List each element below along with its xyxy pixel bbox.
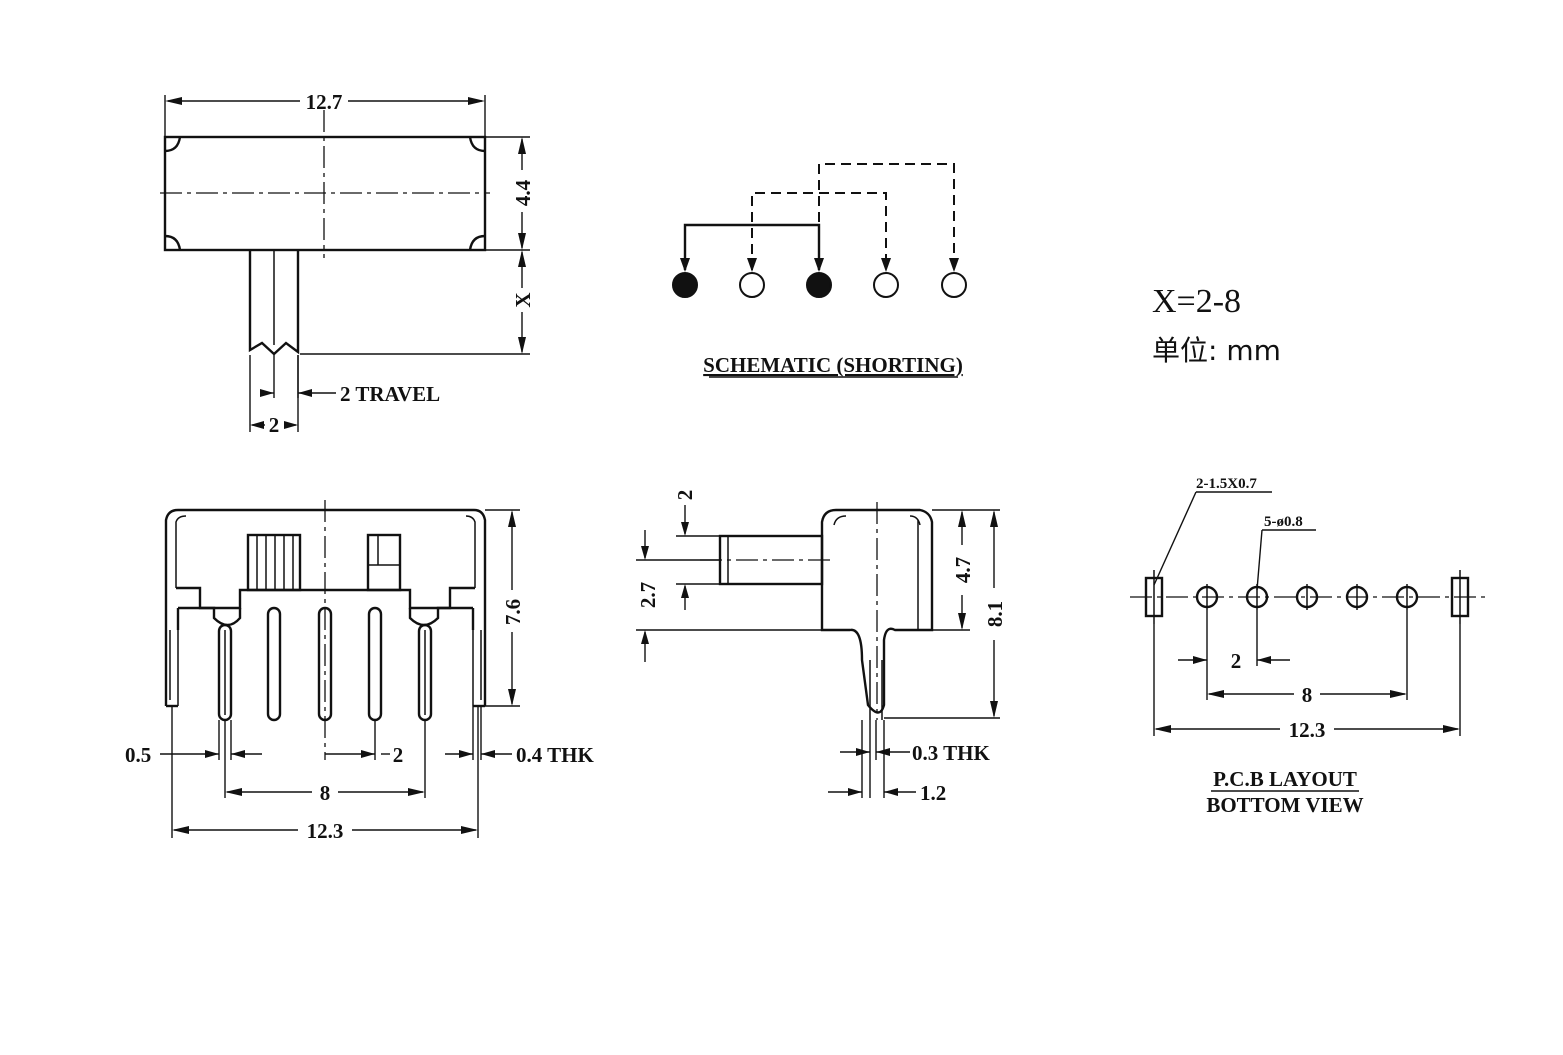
side-lever-top-dim: 2: [673, 490, 697, 501]
schematic-title: SCHEMATIC (SHORTING): [703, 353, 963, 377]
terminal-filled: [806, 272, 832, 298]
top-width-dim: 12.7: [306, 90, 343, 114]
pin: [317, 606, 333, 722]
pcb-title: P.C.B LAYOUT: [1213, 767, 1357, 791]
pcb-layout: 2-1.5X0.7 5-ø0.8 2 8 12.3 P.C.B LAYOUT B…: [1130, 476, 1486, 817]
unit-note: 单位: mm: [1152, 334, 1281, 367]
terminal-open: [739, 272, 765, 298]
terminal-open: [941, 272, 967, 298]
front-pitch-dim: 2: [393, 743, 404, 767]
top-lever: [248, 250, 300, 356]
front-height-dim: 7.6: [501, 599, 525, 625]
terminal-filled: [672, 272, 698, 298]
side-lever-height-dim: 2.7: [636, 582, 660, 608]
terminal-open: [873, 272, 899, 298]
lever-width-dim: 2: [269, 413, 280, 437]
side-view: 2 2.7 4.7 8.1 0.3 THK: [636, 490, 1007, 805]
pcb-slot-dim: 2-1.5X0.7: [1196, 476, 1257, 492]
notes: X=2-8 单位: mm: [1152, 283, 1281, 367]
pcb-hole-dim: 5-ø0.8: [1264, 514, 1303, 530]
side-width-dim: 1.2: [920, 781, 946, 805]
side-thk-dim: 0.3 THK: [912, 741, 990, 765]
travel-dim: 2 TRAVEL: [340, 382, 440, 406]
top-height-dim: 4.4: [511, 179, 535, 206]
pcb-span-dim: 8: [1302, 683, 1313, 707]
pcb-pitch-dim: 2: [1231, 649, 1242, 673]
x-range-note: X=2-8: [1152, 283, 1241, 320]
front-total-dim: 12.3: [307, 819, 344, 843]
side-total-height-dim: 8.1: [983, 601, 1007, 627]
front-span-dim: 8: [320, 781, 331, 805]
pin: [367, 606, 383, 722]
pcb-subtitle: BOTTOM VIEW: [1206, 793, 1363, 817]
side-body-height-dim: 4.7: [951, 557, 975, 583]
pcb-total-dim: 12.3: [1289, 718, 1326, 742]
front-pin-dim: 0.5: [125, 743, 151, 767]
pin: [266, 606, 282, 722]
schematic: SCHEMATIC (SHORTING): [672, 163, 967, 378]
top-lever-dim: X: [511, 292, 535, 307]
front-view: 7.6 0.5 2 0.4 THK 8: [125, 500, 594, 843]
top-view: 12.7 4.4 X 2 TRAVEL 2: [160, 90, 535, 437]
front-thk-dim: 0.4 THK: [516, 743, 594, 767]
